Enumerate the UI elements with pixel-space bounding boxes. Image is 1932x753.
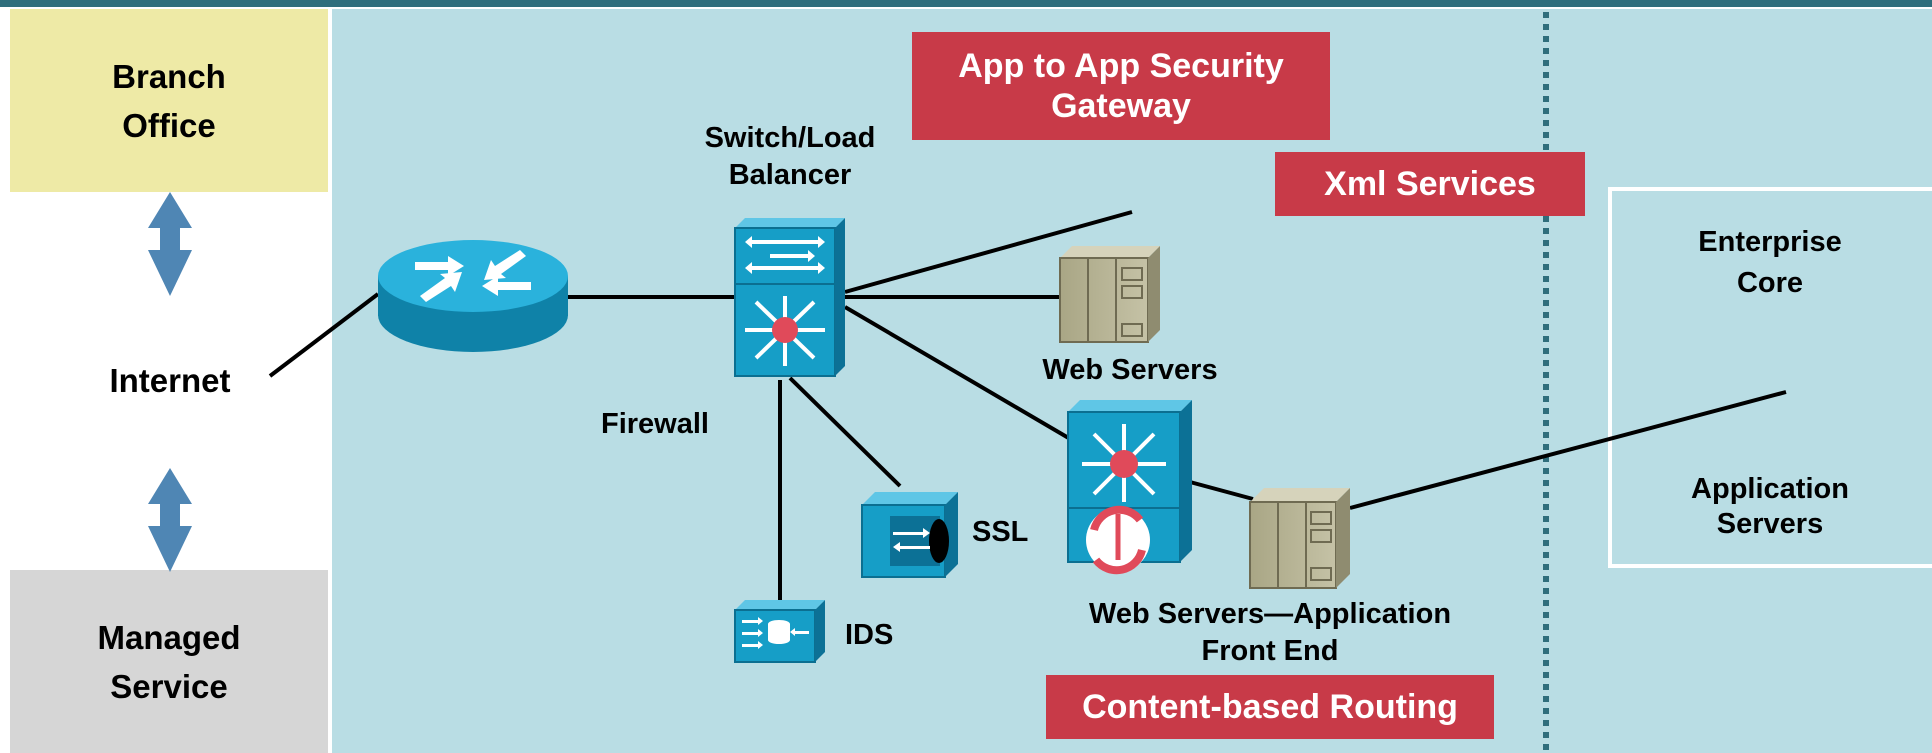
router-icon	[378, 240, 568, 352]
content-based-routing-callout: Content-based Routing	[1046, 675, 1494, 739]
switch-load-balancer-icon	[734, 218, 845, 377]
internet-label: Internet	[109, 362, 231, 399]
web-servers-app-front-end-label: Web Servers—Application Front End	[1088, 598, 1452, 667]
branch-office-box: Branch Office	[10, 9, 328, 192]
content-switch-icon	[1067, 400, 1192, 575]
front-end-server-icon	[1249, 488, 1350, 589]
ssl-label: SSL	[972, 516, 1029, 548]
app-to-app-security-callout: App to App Security Gateway	[912, 32, 1330, 140]
link-server-appservers	[1349, 390, 1787, 510]
firewall-label: Firewall	[601, 408, 709, 440]
ids-label: IDS	[845, 619, 894, 651]
ssl-device-icon	[861, 492, 958, 578]
connections	[268, 210, 1787, 607]
enterprise-panel	[1608, 187, 1932, 568]
switch-load-balancer-label: Switch/Load Balancer	[704, 122, 876, 191]
link-switch-ssl	[788, 376, 902, 488]
arrow-up-down-icon	[148, 468, 192, 572]
link-internet-router	[268, 292, 380, 378]
top-bar	[0, 0, 1932, 7]
enterprise-core-label: Enterprise Core	[1698, 226, 1842, 299]
web-server-icon	[1059, 246, 1160, 343]
link-switch-xml	[844, 210, 1133, 294]
application-servers-label: Application Servers	[1691, 473, 1849, 540]
xml-services-callout: Xml Services	[1275, 152, 1585, 216]
link-switch-frontend-switch	[843, 305, 1074, 442]
managed-service-box: Managed Service	[10, 570, 328, 753]
arrow-up-down-icon	[148, 192, 192, 296]
web-servers-label: Web Servers	[1042, 354, 1218, 386]
ids-device-icon	[734, 600, 825, 663]
link-switch2-server	[1189, 480, 1254, 501]
